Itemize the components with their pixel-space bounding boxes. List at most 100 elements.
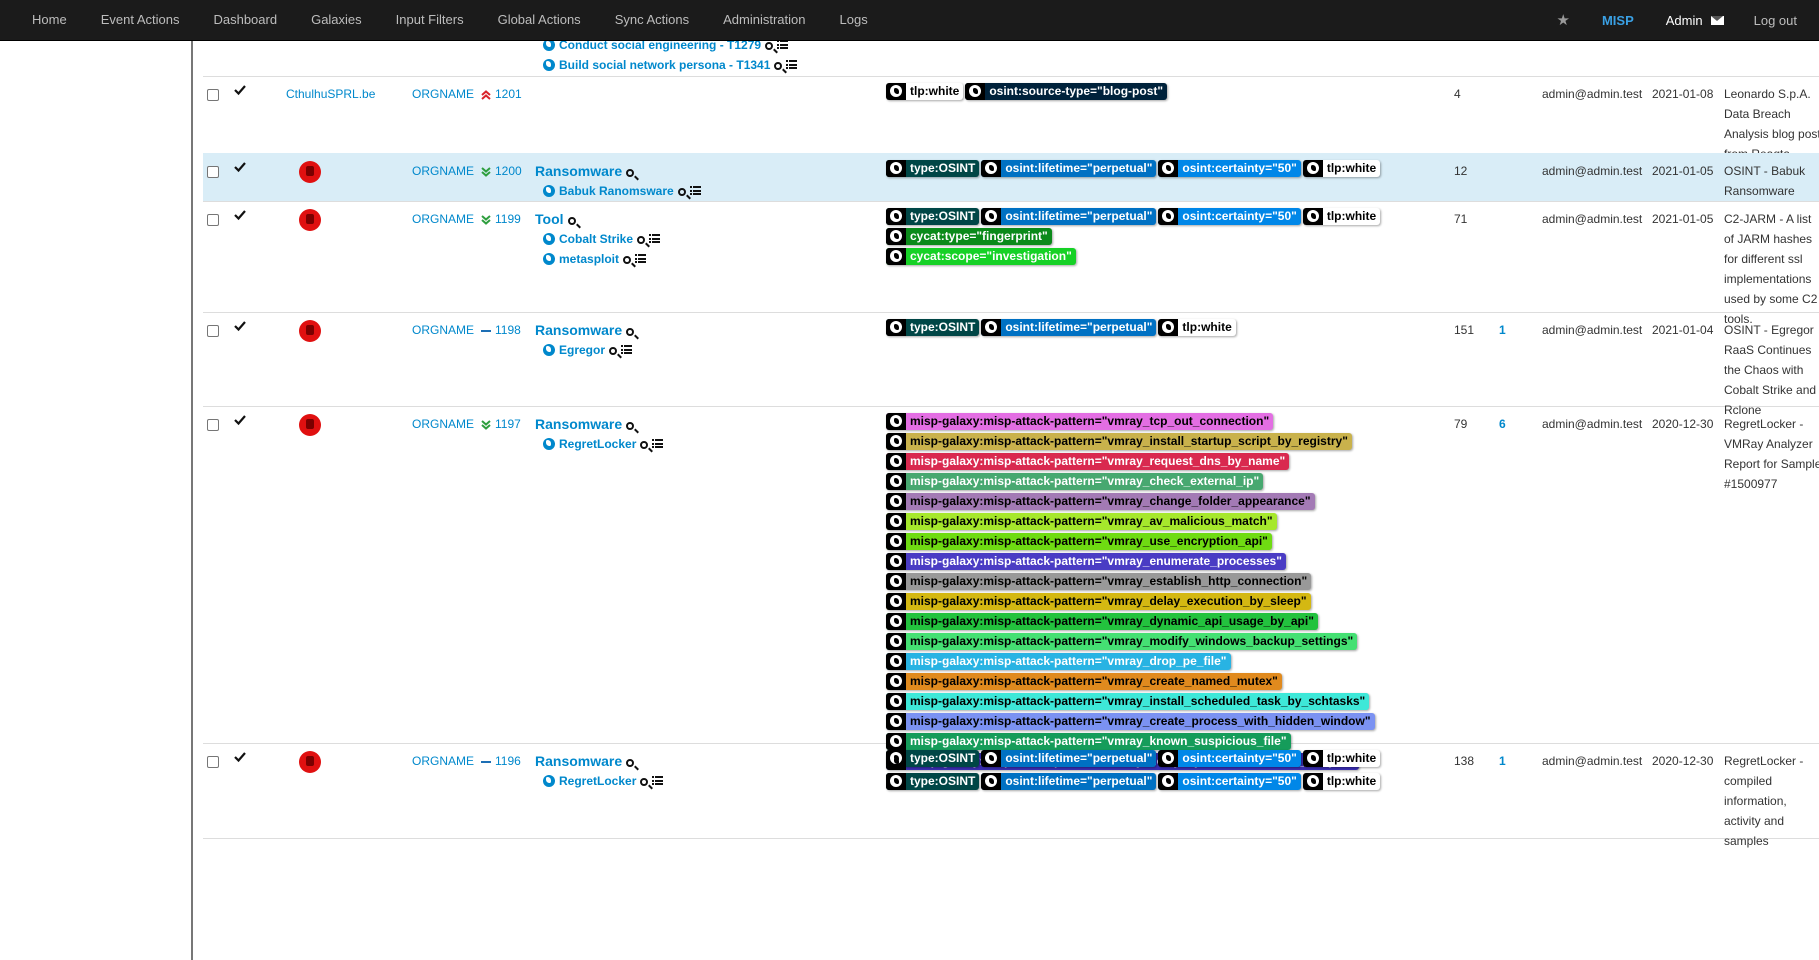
cluster-item[interactable]: RegretLocker — [535, 771, 664, 791]
cluster-title[interactable]: Ransomware — [535, 414, 663, 434]
admin-link[interactable]: Admin — [1652, 13, 1738, 28]
orgname-link[interactable]: ORGNAME — [412, 212, 475, 226]
tag[interactable]: misp-galaxy:misp-attack-pattern="vmray_a… — [886, 513, 1277, 530]
search-icon[interactable] — [637, 236, 646, 244]
org-logo-icon[interactable] — [299, 751, 321, 773]
tag[interactable]: type:OSINT — [886, 773, 980, 790]
tag[interactable]: type:OSINT — [886, 208, 980, 225]
row-checkbox[interactable] — [207, 325, 219, 337]
nav-global-actions[interactable]: Global Actions — [497, 12, 581, 27]
nav-event-actions[interactable]: Event Actions — [100, 12, 180, 27]
nav-dashboard[interactable]: Dashboard — [213, 12, 278, 27]
org-logo-icon[interactable] — [299, 320, 321, 342]
tag[interactable]: tlp:white — [1302, 773, 1381, 790]
tag[interactable]: type:OSINT — [886, 319, 980, 336]
tag[interactable]: cycat:scope="investigation" — [886, 248, 1076, 265]
search-icon[interactable] — [626, 759, 635, 767]
search-icon[interactable] — [623, 256, 632, 264]
org-logo-icon[interactable] — [299, 209, 321, 231]
tag[interactable]: osint:certainty="50" — [1158, 208, 1301, 225]
tag[interactable]: tlp:white — [1302, 160, 1381, 177]
tag[interactable]: tlp:white — [886, 83, 964, 100]
tag[interactable]: misp-galaxy:misp-attack-pattern="vmray_d… — [886, 613, 1318, 630]
nav-sync-actions[interactable]: Sync Actions — [614, 12, 690, 27]
nav-administration[interactable]: Administration — [723, 12, 806, 27]
cluster-item[interactable]: metasploit — [535, 249, 660, 269]
row-checkbox[interactable] — [207, 419, 219, 431]
cluster-title[interactable]: Tool — [535, 209, 660, 229]
brand-link[interactable]: MISP — [1601, 12, 1634, 28]
nav-home[interactable]: Home — [32, 12, 67, 27]
cluster-item[interactable]: Conduct social engineering - T1279 — [535, 35, 797, 55]
event-id-link[interactable]: 1201 — [481, 84, 522, 104]
tag[interactable]: misp-galaxy:misp-attack-pattern="vmray_e… — [886, 553, 1286, 570]
tag[interactable]: osint:certainty="50" — [1158, 773, 1301, 790]
nav-logs[interactable]: Logs — [839, 12, 868, 27]
search-icon[interactable] — [626, 169, 635, 177]
tag[interactable]: misp-galaxy:misp-attack-pattern="vmray_u… — [886, 533, 1272, 550]
tag[interactable]: osint:lifetime="perpetual" — [981, 160, 1157, 177]
cluster-item[interactable]: Egregor — [535, 340, 634, 360]
tag[interactable]: misp-galaxy:misp-attack-pattern="vmray_k… — [886, 733, 1291, 750]
tag[interactable]: type:OSINT — [886, 750, 980, 767]
search-icon[interactable] — [640, 441, 649, 449]
search-icon[interactable] — [609, 347, 618, 355]
orgname-link[interactable]: ORGNAME — [412, 87, 475, 101]
tag[interactable]: type:OSINT — [886, 160, 980, 177]
cluster-item[interactable]: Babuk Ranomsware — [535, 181, 701, 201]
tag[interactable]: misp-galaxy:misp-attack-pattern="vmray_d… — [886, 593, 1311, 610]
org-logo-icon[interactable] — [299, 414, 321, 436]
tag[interactable]: misp-galaxy:misp-attack-pattern="vmray_m… — [886, 633, 1358, 650]
orgname-link[interactable]: ORGNAME — [412, 417, 475, 431]
tag[interactable]: osint:certainty="50" — [1158, 750, 1301, 767]
tag[interactable]: tlp:white — [1158, 319, 1236, 336]
tag[interactable]: osint:source-type="blog-post" — [965, 83, 1168, 100]
tag[interactable]: misp-galaxy:misp-attack-pattern="vmray_c… — [886, 473, 1264, 490]
tag[interactable]: misp-galaxy:misp-attack-pattern="vmray_i… — [886, 693, 1370, 710]
list-icon[interactable] — [649, 234, 661, 243]
proposal-count-link[interactable]: 1 — [1499, 754, 1506, 768]
list-icon[interactable] — [786, 60, 798, 69]
row-checkbox[interactable] — [207, 214, 219, 226]
row-checkbox[interactable] — [207, 166, 219, 178]
event-id-link[interactable]: 1197 — [481, 414, 521, 434]
nav-input-filters[interactable]: Input Filters — [395, 12, 464, 27]
cluster-title[interactable]: Ransomware — [535, 161, 701, 181]
tag[interactable]: misp-galaxy:misp-attack-pattern="vmray_i… — [886, 433, 1352, 450]
org-link[interactable]: CthulhuSPRL.be — [286, 87, 376, 101]
search-icon[interactable] — [677, 188, 686, 196]
event-id-link[interactable]: 1200 — [481, 161, 522, 181]
tag[interactable]: misp-galaxy:misp-attack-pattern="vmray_d… — [886, 653, 1231, 670]
nav-galaxies[interactable]: Galaxies — [311, 12, 362, 27]
tag[interactable]: osint:lifetime="perpetual" — [981, 319, 1157, 336]
event-id-link[interactable]: 1198 — [481, 320, 521, 340]
tag[interactable]: misp-galaxy:misp-attack-pattern="vmray_t… — [886, 413, 1274, 430]
tag[interactable]: misp-galaxy:misp-attack-pattern="vmray_e… — [886, 573, 1312, 590]
org-logo-icon[interactable] — [299, 161, 321, 183]
tag[interactable]: misp-galaxy:misp-attack-pattern="vmray_c… — [886, 713, 1375, 730]
cluster-item[interactable]: Cobalt Strike — [535, 229, 661, 249]
cluster-title[interactable]: Ransomware — [535, 320, 635, 340]
orgname-link[interactable]: ORGNAME — [412, 164, 475, 178]
search-icon[interactable] — [567, 217, 576, 225]
list-icon[interactable] — [621, 345, 633, 354]
list-icon[interactable] — [689, 186, 701, 195]
star-icon[interactable]: ★ — [1556, 12, 1570, 29]
tag[interactable]: osint:lifetime="perpetual" — [981, 208, 1157, 225]
cluster-title[interactable]: Ransomware — [535, 751, 663, 771]
tag[interactable]: misp-galaxy:misp-attack-pattern="vmray_r… — [886, 453, 1290, 470]
tag[interactable]: tlp:white — [1302, 208, 1381, 225]
proposal-count-link[interactable]: 6 — [1499, 417, 1506, 431]
tag[interactable]: cycat:type="fingerprint" — [886, 228, 1052, 245]
tag[interactable]: misp-galaxy:misp-attack-pattern="vmray_c… — [886, 493, 1315, 510]
row-checkbox[interactable] — [207, 89, 219, 101]
search-icon[interactable] — [626, 422, 635, 430]
orgname-link[interactable]: ORGNAME — [412, 323, 475, 337]
row-checkbox[interactable] — [207, 756, 219, 768]
list-icon[interactable] — [777, 40, 789, 49]
list-icon[interactable] — [652, 439, 664, 448]
proposal-count-link[interactable]: 1 — [1499, 323, 1506, 337]
search-icon[interactable] — [640, 778, 649, 786]
envelope-icon[interactable] — [1710, 15, 1724, 25]
event-id-link[interactable]: 1196 — [481, 751, 521, 771]
